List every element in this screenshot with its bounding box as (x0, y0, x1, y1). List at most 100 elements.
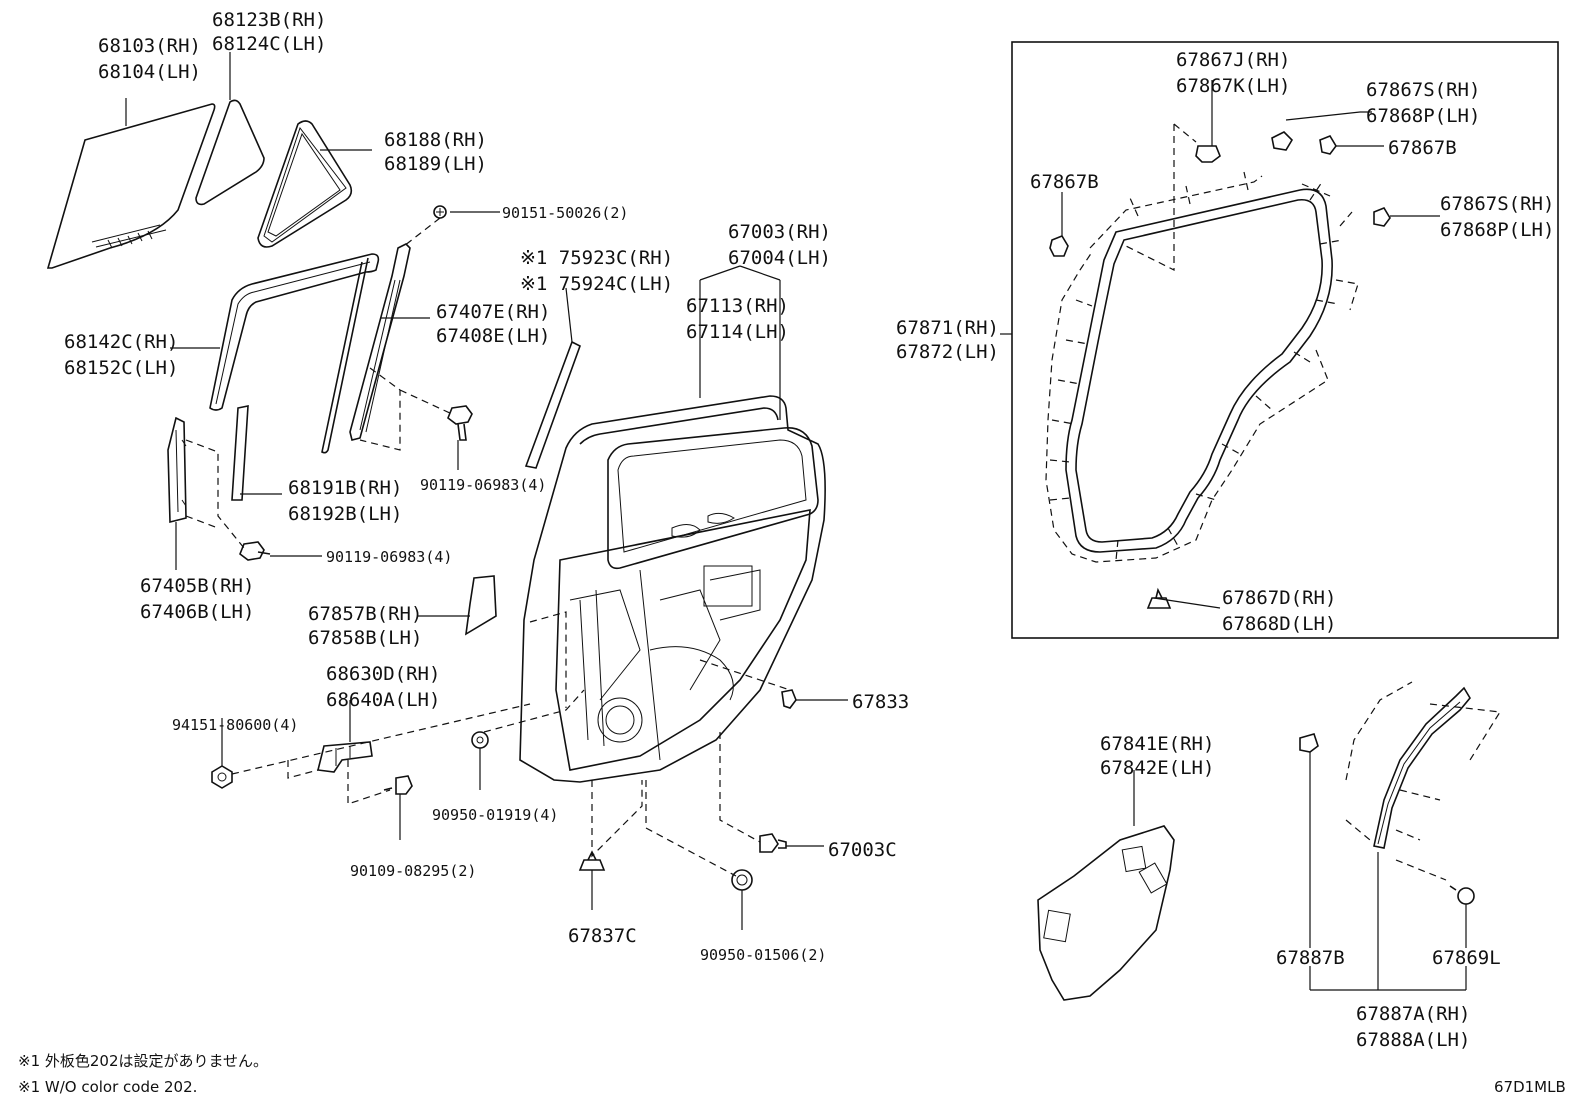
label-68103-l1: 68103(RH) (98, 35, 201, 57)
label-175923-l1: ※1 75923C(RH) (520, 247, 673, 269)
label-90109: 90109-08295(2) (350, 862, 476, 880)
label-68630: 68630D(RH)68640A(LH) (326, 663, 440, 711)
clip-67867d (1146, 587, 1172, 609)
clip-90151 (433, 205, 447, 219)
label-67867d-l1: 67867D(RH) (1222, 587, 1336, 609)
division-bar (349, 243, 411, 441)
label-67405: 67405B(RH) 67406B(LH) (140, 575, 254, 623)
label-67871: 67871(RH)67872(LH) (896, 317, 999, 363)
label-67867s-top-l1: 67867S(RH) (1366, 79, 1480, 101)
label-67113: 67113(RH) 67114(LH) (686, 295, 789, 343)
label-68142-l1: 68142C(RH) (64, 331, 178, 353)
clip-67869l (1449, 885, 1475, 905)
label-68191: 68191B(RH) 68192B(LH) (288, 477, 402, 525)
clip-67887b (1299, 733, 1319, 753)
belt-weatherstrip-small (231, 405, 249, 501)
label-67867b-top: 67867B (1388, 137, 1457, 159)
label-67871-l2: 67872(LH) (896, 341, 999, 363)
label-67867s-right-l2: 67868P(LH) (1440, 219, 1554, 241)
label-67887a-l2: 67888A(LH) (1356, 1029, 1470, 1051)
label-68123b: 68123B(RH)68124C(LH) (212, 9, 326, 55)
diagram-code: 67D1MLB (1494, 1078, 1566, 1096)
label-67867b-left: 67867B (1030, 171, 1099, 193)
label-67867s-top: 67867S(RH) 67868P(LH) (1366, 79, 1480, 127)
clip-67867s-right (1373, 207, 1391, 227)
label-67867d: 67867D(RH)67868D(LH) (1222, 587, 1336, 635)
label-68188-l2: 68189(LH) (384, 153, 487, 175)
bolt-67003c (759, 833, 787, 853)
label-67887a: 67887A(RH) 67888A(LH) (1356, 1003, 1470, 1051)
label-67113-l1: 67113(RH) (686, 295, 789, 317)
door-shell (519, 395, 826, 783)
label-68103: 68103(RH) 68104(LH) (98, 35, 201, 83)
label-67841-l1: 67841E(RH) (1100, 733, 1214, 755)
label-67003: 67003(RH) 67004(LH) (728, 221, 831, 269)
clip-67867b-top (1319, 135, 1337, 155)
label-67887a-l1: 67887A(RH) (1356, 1003, 1470, 1025)
label-67869l: 67869L (1432, 947, 1501, 969)
footnote-jp: ※1 外板色202は設定がありません。 (18, 1052, 268, 1070)
quarter-window-seal (257, 120, 353, 248)
label-68123b-l2: 68124C(LH) (212, 33, 326, 55)
label-67867j-l1: 67867J(RH) (1176, 49, 1290, 71)
scuff-plate-67887a (1345, 681, 1502, 881)
nut-94151 (211, 765, 233, 789)
label-68191-l1: 68191B(RH) (288, 477, 402, 499)
footnote-en: ※1 W/O color code 202. (18, 1078, 197, 1096)
label-175923: ※1 75923C(RH) ※1 75924C(LH) (520, 247, 673, 295)
label-94151: 94151-80600(4) (172, 716, 298, 734)
label-67003-l1: 67003(RH) (728, 221, 831, 243)
label-67867s-right: 67867S(RH) 67868P(LH) (1440, 193, 1554, 241)
label-175923-l2: ※1 75924C(LH) (520, 273, 673, 295)
clip-67867s-top (1271, 131, 1294, 151)
label-68103-l2: 68104(LH) (98, 61, 201, 83)
door-garnish-partition (524, 340, 581, 469)
glass-run-channel (209, 253, 380, 454)
clip-67867b-left (1049, 235, 1069, 257)
label-90151: 90151-50026(2) (502, 204, 628, 222)
label-67003c: 67003C (828, 839, 897, 861)
plug-90950-a (471, 731, 489, 749)
label-67841-l2: 67842E(LH) (1100, 757, 1214, 779)
label-67867j: 67867J(RH) 67867K(LH) (1176, 49, 1290, 97)
door-glass (46, 103, 216, 269)
label-67887b: 67887B (1276, 947, 1345, 969)
bolt-90119-a (447, 405, 473, 441)
label-67867s-right-l1: 67867S(RH) (1440, 193, 1554, 215)
label-67405-l2: 67406B(LH) (140, 601, 254, 623)
clip-67833 (781, 689, 797, 709)
label-67857-l2: 67858B(LH) (308, 627, 422, 649)
label-67871-l1: 67871(RH) (896, 317, 999, 339)
label-68188: 68188(RH)68189(LH) (384, 129, 487, 175)
service-hole-cover (1037, 770, 1175, 1001)
door-seal-piece (464, 575, 497, 636)
clip-67867j (1195, 145, 1221, 163)
hinge-68630 (317, 741, 373, 773)
label-68188-l1: 68188(RH) (384, 129, 487, 151)
label-68191-l2: 68192B(LH) (288, 503, 402, 525)
quarter-glass (195, 99, 265, 206)
label-67837c: 67837C (568, 925, 637, 947)
bolt-90109 (383, 775, 413, 795)
label-67003-l2: 67004(LH) (728, 247, 831, 269)
label-90950-a: 90950-01919(4) (432, 806, 558, 824)
front-lower-channel (167, 416, 187, 524)
label-67407-l2: 67408E(LH) (436, 325, 550, 347)
label-90950-b: 90950-01506(2) (700, 946, 826, 964)
weatherstrip-detail-box (1011, 41, 1559, 639)
label-67113-l2: 67114(LH) (686, 321, 789, 343)
door-weatherstrip (1045, 123, 1359, 563)
label-68123b-l1: 68123B(RH) (212, 9, 326, 31)
label-67857: 67857B(RH)67858B(LH) (308, 603, 422, 649)
label-67867s-top-l2: 67868P(LH) (1366, 105, 1480, 127)
label-68142: 68142C(RH) 68152C(LH) (64, 331, 178, 379)
label-67405-l1: 67405B(RH) (140, 575, 254, 597)
plug-90950-b (731, 869, 753, 891)
label-67833: 67833 (852, 691, 909, 713)
label-90119-a: 90119-06983(4) (420, 476, 546, 494)
label-67867j-l2: 67867K(LH) (1176, 75, 1290, 97)
label-67407: 67407E(RH)67408E(LH) (436, 301, 550, 347)
label-68142-l2: 68152C(LH) (64, 357, 178, 379)
label-67857-l1: 67857B(RH) (308, 603, 422, 625)
